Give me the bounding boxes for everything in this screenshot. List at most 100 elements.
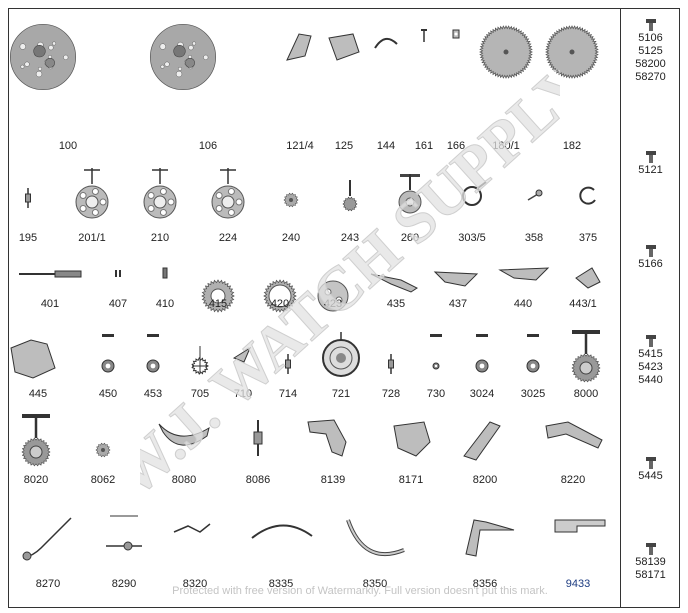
part-number: 8350: [362, 578, 388, 590]
part-illustration: [162, 267, 168, 279]
part-illustration: [286, 33, 312, 61]
part-number: 3024: [469, 388, 495, 400]
part-number: 240: [281, 232, 301, 244]
part-number: 705: [190, 388, 210, 400]
part-number: 440: [513, 298, 533, 310]
part-illustration: [283, 192, 299, 208]
screw-number: 5106: [638, 32, 663, 44]
screw-number: 5445: [638, 470, 663, 482]
part-illustration: [95, 442, 111, 458]
part-illustration: [10, 339, 56, 379]
part-illustration: [322, 332, 360, 377]
part-illustration: [263, 279, 297, 313]
part-number: 243: [340, 232, 360, 244]
part-illustration: [115, 270, 121, 277]
part-number: 3025: [520, 388, 546, 400]
part-illustration: [143, 168, 177, 219]
part-number: 714: [278, 388, 298, 400]
part-illustration: [251, 524, 313, 539]
part-number: 224: [218, 232, 238, 244]
screw-number: 5125: [638, 45, 663, 57]
screw-icon: [645, 543, 656, 555]
part-number: 358: [524, 232, 544, 244]
part-illustration: [106, 515, 142, 551]
part-number: 407: [108, 298, 128, 310]
part-illustration: [9, 23, 77, 91]
part-illustration: [545, 421, 603, 449]
part-number: 8020: [23, 474, 49, 486]
part-number: 8320: [182, 578, 208, 590]
part-number: 100: [58, 140, 78, 152]
part-illustration: [571, 330, 601, 383]
part-illustration: [527, 189, 543, 201]
watermark-notice: Protected with free version of Watermark…: [172, 585, 548, 597]
screw-group: 5166: [621, 244, 680, 271]
part-number: 8200: [472, 474, 498, 486]
part-illustration: [75, 168, 109, 219]
part-number: 410: [155, 298, 175, 310]
part-illustration: [101, 334, 115, 373]
screw-number: 5440: [638, 374, 663, 386]
part-number: 401: [40, 298, 60, 310]
parts-sheet: [8, 8, 680, 608]
part-number: 721: [331, 388, 351, 400]
part-number: 728: [381, 388, 401, 400]
part-number: 106: [198, 140, 218, 152]
part-number: 201/1: [78, 232, 106, 244]
part-number: 450: [98, 388, 118, 400]
screw-icon: [645, 19, 656, 31]
part-number: 420: [270, 298, 290, 310]
screw-group: 5121: [621, 150, 680, 177]
part-illustration: [19, 270, 82, 278]
part-number: 182: [562, 140, 582, 152]
part-number: 415: [208, 298, 228, 310]
part-illustration: [433, 271, 479, 287]
part-illustration: [328, 33, 360, 61]
part-number: 8290: [111, 578, 137, 590]
part-illustration: [479, 25, 533, 79]
part-number: 8062: [90, 474, 116, 486]
screw-number: 58139: [635, 556, 666, 568]
part-illustration: [463, 421, 501, 461]
screw-icon: [645, 245, 656, 257]
part-illustration: [465, 519, 515, 557]
part-illustration: [201, 279, 235, 313]
part-illustration: [374, 37, 398, 49]
part-number: 121/4: [286, 140, 314, 152]
part-illustration: [191, 346, 210, 375]
screw-number: 58171: [635, 569, 666, 581]
part-illustration: [342, 180, 358, 212]
part-number: 180/1: [492, 140, 520, 152]
part-number: 453: [143, 388, 163, 400]
part-illustration: [307, 419, 347, 457]
part-illustration: [22, 517, 72, 561]
part-number: 210: [150, 232, 170, 244]
part-number: 8000: [573, 388, 599, 400]
part-number: 375: [578, 232, 598, 244]
part-illustration: [575, 267, 601, 289]
part-number: 260: [400, 232, 420, 244]
part-illustration: [25, 188, 31, 208]
part-illustration: [452, 29, 460, 39]
part-illustration: [149, 23, 217, 91]
part-illustration: [232, 346, 252, 363]
part-illustration: [173, 523, 211, 533]
screw-icon: [645, 335, 656, 347]
part-number: 435: [386, 298, 406, 310]
part-illustration: [398, 174, 422, 214]
screw-icon: [645, 151, 656, 163]
part-number: 437: [448, 298, 468, 310]
part-number: 730: [426, 388, 446, 400]
part-number: 8270: [35, 578, 61, 590]
part-number: 8171: [398, 474, 424, 486]
part-number: 710: [233, 388, 253, 400]
screw-number: 58270: [635, 71, 666, 83]
part-number: 303/5: [458, 232, 486, 244]
part-number: 8356: [472, 578, 498, 590]
part-number: 8220: [560, 474, 586, 486]
part-illustration: [421, 29, 427, 42]
